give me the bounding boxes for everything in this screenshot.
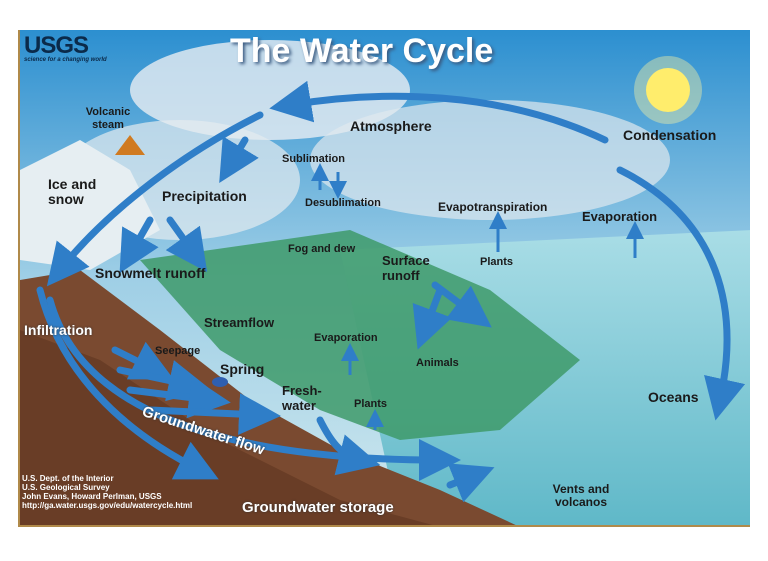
label-evaporation-lake: Evaporation bbox=[314, 332, 378, 344]
label-animals: Animals bbox=[416, 357, 459, 369]
credit-url: http://ga.water.usgs.gov/edu/watercycle.… bbox=[22, 501, 193, 510]
valley bbox=[140, 230, 580, 440]
label-sublimation: Sublimation bbox=[282, 153, 345, 165]
usgs-logo: USGS science for a changing world bbox=[24, 32, 107, 63]
sun bbox=[646, 68, 690, 112]
bedrock bbox=[20, 330, 433, 525]
logo-tagline: science for a changing world bbox=[24, 57, 107, 63]
logo-text: USGS bbox=[24, 32, 89, 59]
diagram-title: The Water Cycle bbox=[230, 32, 494, 70]
label-seepage: Seepage bbox=[155, 345, 201, 357]
vertical-arrows bbox=[311, 163, 644, 430]
label-condensation: Condensation bbox=[623, 127, 717, 143]
label-ice-and-snow: Ice and snow bbox=[48, 176, 97, 207]
label-volcanic-steam: Volcanic steam bbox=[85, 106, 131, 131]
label-vents-and-volcanos: Vents and volcanos bbox=[552, 482, 610, 509]
label-fog-and-dew: Fog and dew bbox=[288, 243, 356, 255]
credit-line: U.S. Dept. of the Interior bbox=[22, 474, 114, 483]
credit-line: John Evans, Howard Perlman, USGS bbox=[22, 492, 162, 501]
label-desublimation: Desublimation bbox=[305, 197, 381, 209]
label-surface-runoff: Surface runoff bbox=[382, 253, 430, 283]
label-evapotranspiration: Evapotranspiration bbox=[438, 200, 548, 214]
label-snowmelt-runoff: Snowmelt runoff bbox=[95, 265, 206, 281]
diagram-illustration bbox=[20, 30, 750, 525]
credits: U.S. Dept. of the Interior U.S. Geologic… bbox=[22, 474, 192, 510]
label-evaporation-ocean: Evaporation bbox=[582, 209, 658, 224]
label-infiltration: Infiltration bbox=[24, 322, 93, 338]
label-atmosphere: Atmosphere bbox=[350, 118, 432, 134]
label-freshwater: Fresh-water bbox=[282, 383, 322, 413]
label-plants-upper: Plants bbox=[480, 256, 514, 268]
label-streamflow: Streamflow bbox=[204, 315, 275, 330]
label-oceans: Oceans bbox=[648, 389, 699, 405]
label-precipitation: Precipitation bbox=[162, 188, 247, 204]
spring-pool bbox=[212, 377, 228, 387]
credit-line: U.S. Geological Survey bbox=[22, 483, 110, 492]
label-groundwater-storage: Groundwater storage bbox=[242, 499, 394, 516]
volcano bbox=[115, 135, 145, 155]
label-spring: Spring bbox=[220, 361, 265, 377]
sun-glow bbox=[634, 56, 702, 124]
label-plants-lower: Plants bbox=[354, 398, 388, 410]
flow-arrows bbox=[36, 80, 746, 503]
water-cycle-diagram: USGS science for a changing world The Wa… bbox=[18, 30, 750, 527]
